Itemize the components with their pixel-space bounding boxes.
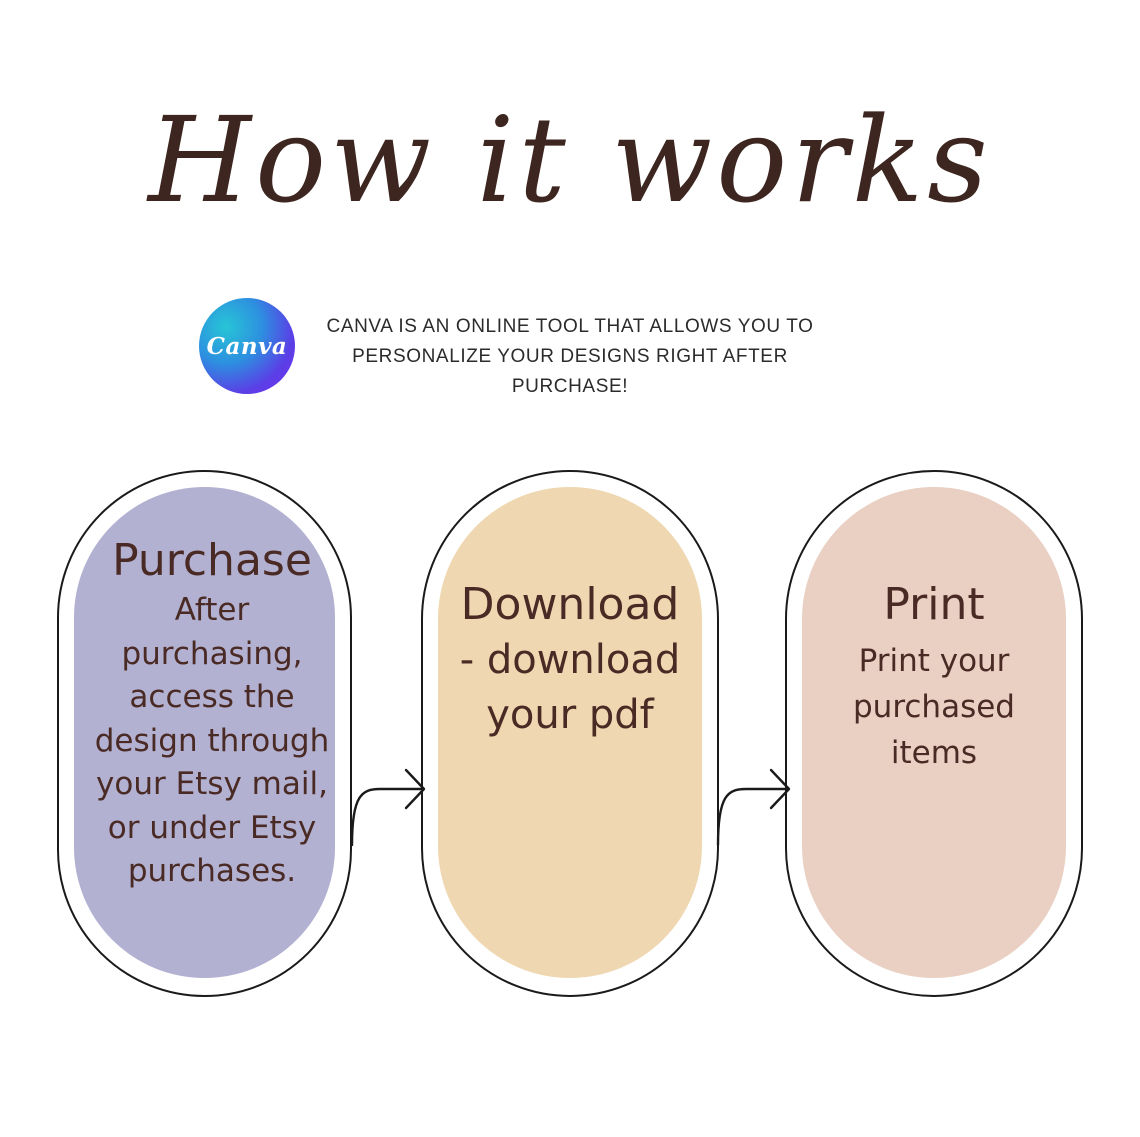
canva-logo: Canva: [199, 298, 295, 394]
step-download-description: - download your pdf: [459, 637, 681, 738]
arrow-connector-2: [716, 768, 791, 847]
step-download-title: Download: [460, 579, 680, 630]
step-print-fill: [802, 487, 1066, 978]
step-print: Print Print your purchased items: [822, 580, 1046, 776]
intro-description: CANVA IS AN ONLINE TOOL THAT ALLOWS YOU …: [326, 316, 814, 397]
arrow-connector-1: [350, 768, 426, 847]
step-purchase-title: Purchase: [112, 535, 312, 586]
step-download-fill: [438, 487, 702, 978]
step-purchase-fill: [74, 487, 335, 978]
step-purchase: Purchase After purchasing, access the de…: [90, 536, 334, 894]
step-download: Download - download your pdf: [452, 580, 688, 743]
page-title: How it works: [148, 91, 992, 229]
step-purchase-description: After purchasing, access the design thro…: [94, 592, 330, 889]
canva-logo-text: Canva: [206, 332, 288, 360]
step-print-title: Print: [883, 579, 985, 630]
step-print-description: Print your purchased items: [853, 643, 1015, 771]
